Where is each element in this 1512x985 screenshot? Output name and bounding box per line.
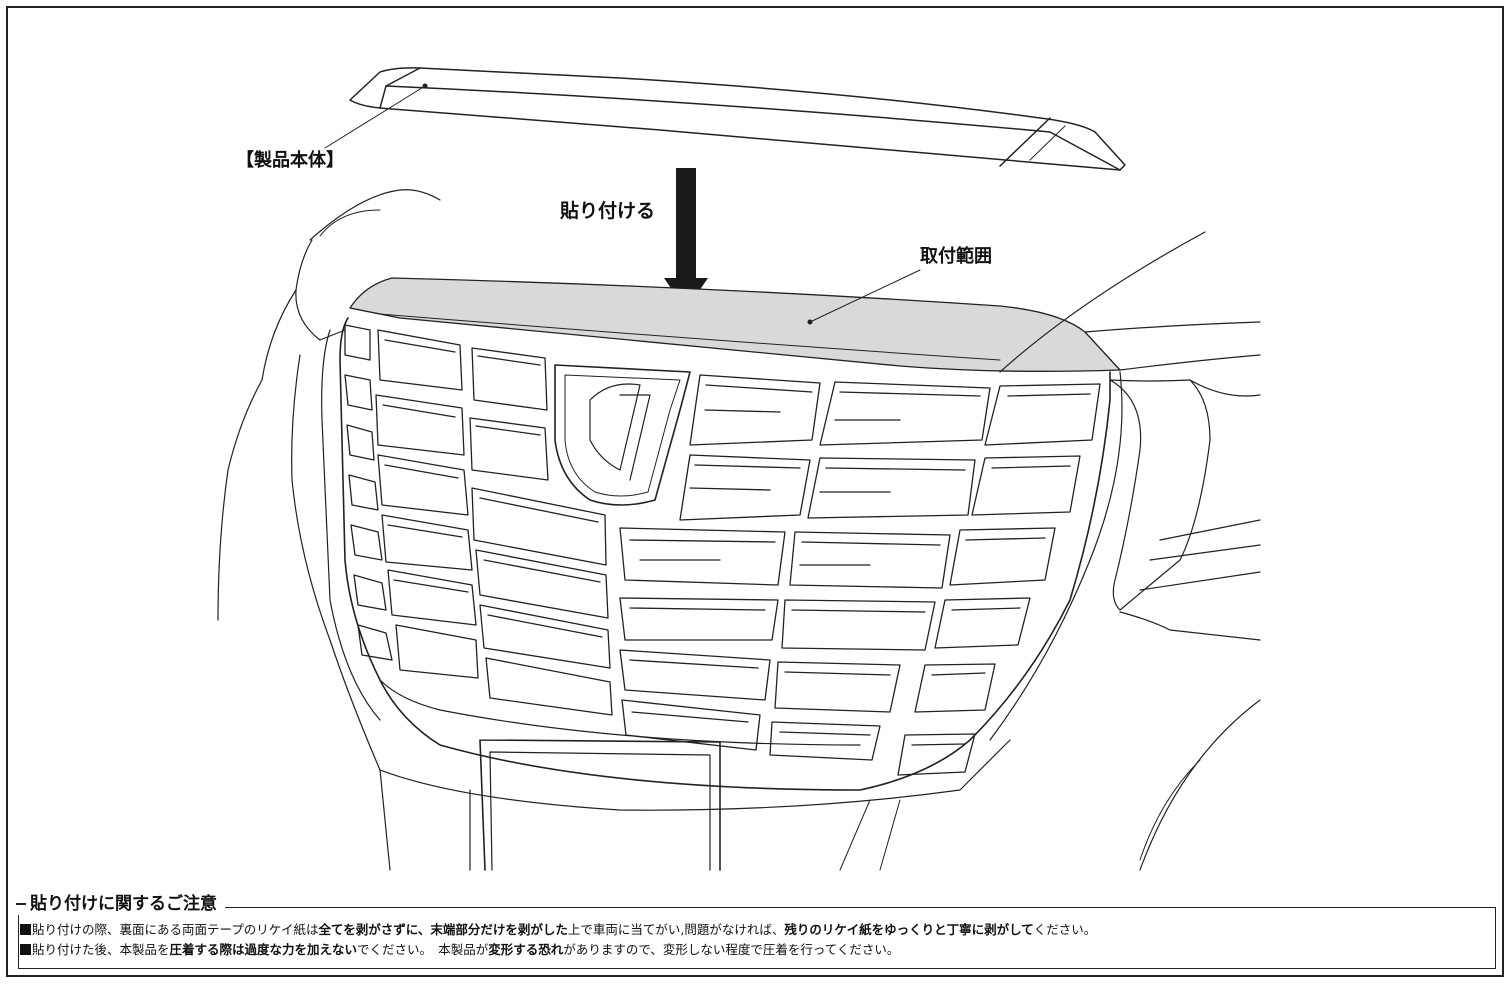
note-segment: 残りのリケイ紙をゆっくりと丁寧に剥がして xyxy=(784,922,1034,937)
attach-label: 貼り付ける xyxy=(560,200,656,222)
note-segment: 変形する恐れ xyxy=(488,942,564,957)
notes-title: 貼り付けに関するご注意 xyxy=(16,893,225,915)
figure-frame xyxy=(6,6,1504,977)
note-segment: 圧着する際は過度な力を加えない xyxy=(169,942,358,957)
product-body xyxy=(349,67,1126,171)
note-segment: 貼り付けの際、裏面にある両面テープのリケイ紙は xyxy=(32,922,319,937)
grille-slats xyxy=(344,324,1101,776)
install-area xyxy=(349,277,1121,372)
notes-box xyxy=(18,907,1496,969)
notes-title-text: 貼り付けに関するご注意 xyxy=(30,894,217,914)
note-segment: ください。 xyxy=(1033,922,1097,937)
product-body-label: 【製品本体】 xyxy=(236,150,344,171)
note-line-2: 貼り付けた後、本製品を圧着する際は過度な力を加えないでください。 本製品が変形す… xyxy=(20,941,899,959)
area-leader xyxy=(809,269,921,323)
note-segment: 貼り付けた後、本製品を xyxy=(32,942,170,957)
note-segment: 全てを剥がさずに、末端部分だけを剥がした xyxy=(318,922,568,937)
emblem xyxy=(554,364,691,506)
note-segment: 上で車両に当てがい,問題がなければ、 xyxy=(567,922,785,937)
note-segment: がありますので、変形しない程度で圧着を行ってください。 xyxy=(563,942,900,957)
product-leader xyxy=(324,85,426,149)
bullet-square-icon xyxy=(20,924,31,935)
install-area-label: 取付範囲 xyxy=(920,246,992,267)
note-segment: でください。 本製品が xyxy=(357,942,489,957)
note-line-1: 貼り付けの際、裏面にある両面テープのリケイ紙は全てを剥がさずに、末端部分だけを剥… xyxy=(20,921,1096,939)
bullet-square-icon xyxy=(20,944,31,955)
